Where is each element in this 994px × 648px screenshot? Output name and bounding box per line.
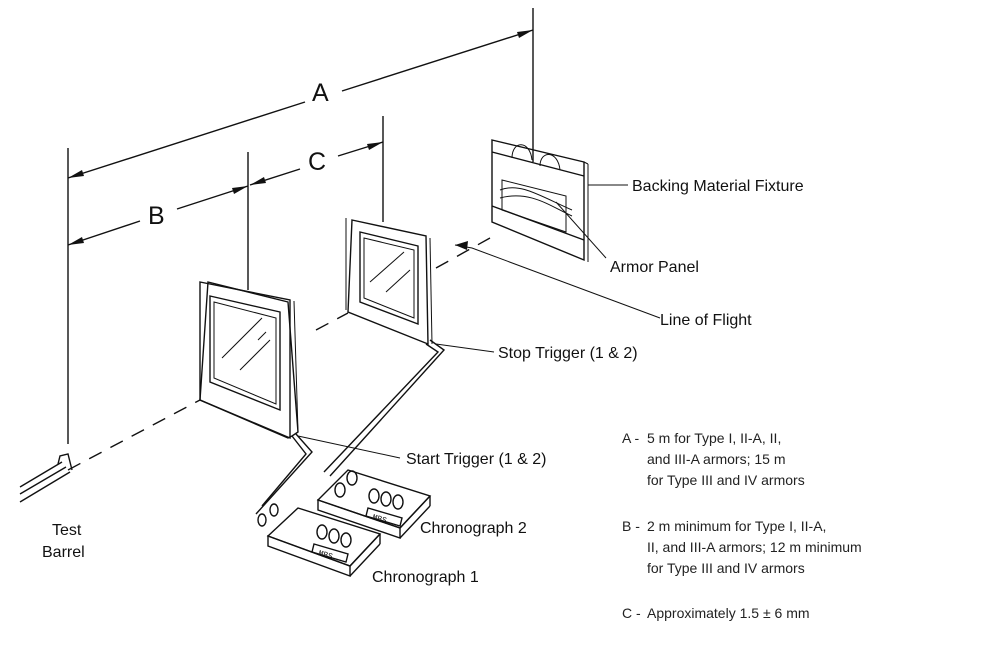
dimension-c-line xyxy=(249,141,384,186)
dimension-b-label: B xyxy=(148,202,165,230)
dimension-lines: A B C xyxy=(67,8,534,444)
legend-c-key: C - xyxy=(622,605,641,621)
chronograph-2-display: MBS xyxy=(371,513,388,526)
legend-a-line3: for Type III and IV armors xyxy=(647,472,805,488)
chronograph-2-label: Chronograph 2 xyxy=(420,520,527,537)
stop-trigger-screen xyxy=(345,218,433,346)
test-barrel-icon xyxy=(19,453,73,503)
chronograph-1: MBS xyxy=(257,503,382,578)
trigger-cables xyxy=(255,339,446,515)
leader-lines xyxy=(297,184,661,459)
legend-a-line1: 5 m for Type I, II-A, II, xyxy=(647,430,781,446)
chronograph-2: MBS xyxy=(316,469,432,539)
legend-b-line2: II, and III-A armors; 12 m minimum xyxy=(647,539,862,555)
backing-fixture-label: Backing Material Fixture xyxy=(632,178,804,195)
dimension-c-label: C xyxy=(308,148,326,176)
dimension-a-label: A xyxy=(312,79,329,107)
dimension-a-line xyxy=(67,29,534,179)
armor-panel-label: Armor Panel xyxy=(610,259,699,276)
test-barrel-label-line1: Test xyxy=(52,522,82,539)
legend-b-line3: for Type III and IV armors xyxy=(647,560,805,576)
dimension-b-line xyxy=(67,185,249,246)
test-barrel-label-line2: Barrel xyxy=(42,544,85,561)
chronograph-1-display: MBS xyxy=(317,549,334,562)
legend-a-line2: and III-A armors; 15 m xyxy=(647,451,786,467)
start-trigger-label: Start Trigger (1 & 2) xyxy=(406,451,547,468)
dimension-legend: A - 5 m for Type I, II-A, II, and III-A … xyxy=(622,430,862,621)
armor-panel xyxy=(501,179,567,233)
legend-c-line1: Approximately 1.5 ± 6 mm xyxy=(647,605,810,621)
start-trigger-screen xyxy=(199,281,299,440)
backing-material-fixture xyxy=(491,139,589,262)
legend-b-line1: 2 m minimum for Type I, II-A, xyxy=(647,518,826,534)
legend-b-key: B - xyxy=(622,518,640,534)
legend-a-key: A - xyxy=(622,430,639,446)
chronograph-1-label: Chronograph 1 xyxy=(372,569,479,586)
stop-trigger-label: Stop Trigger (1 & 2) xyxy=(498,345,638,362)
line-of-flight-label: Line of Flight xyxy=(660,312,752,329)
line-of-flight-path xyxy=(67,237,491,471)
